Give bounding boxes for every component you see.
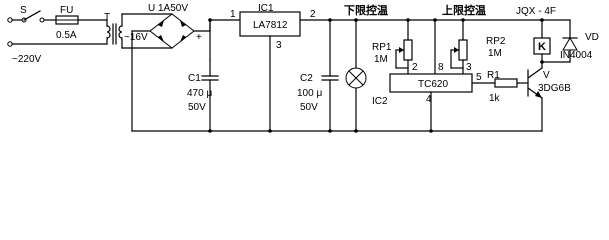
c2-label: C2 bbox=[300, 73, 313, 84]
r1-label: R1 bbox=[487, 70, 500, 81]
ic2-pin-2: 2 bbox=[412, 62, 418, 73]
ic2-pin-4: 4 bbox=[426, 94, 432, 105]
capacitor-c1: C1 470 μ 50V bbox=[187, 19, 219, 132]
upper-limit-label: 上限控温 bbox=[442, 3, 486, 17]
transistor-model-label: 3DG6B bbox=[538, 83, 571, 94]
ic1-pin-out: 2 bbox=[310, 9, 316, 20]
secondary-voltage-label: ~16V bbox=[124, 32, 148, 43]
diode-vd: VD IN4004 bbox=[560, 19, 599, 63]
transformer: T ~16V bbox=[104, 12, 148, 49]
resistor-r1: R1 1k bbox=[487, 70, 529, 104]
rp1-label: RP1 bbox=[372, 42, 392, 53]
circuit-schematic: ~220V S FU 0.5A T ~16V U 1A50V bbox=[7, 3, 599, 133]
ic2-label: IC2 bbox=[372, 96, 388, 107]
ic2-pin-5: 5 bbox=[476, 72, 482, 83]
ic2-pin-8: 8 bbox=[438, 62, 444, 73]
potentiometer-rp2: RP2 1M bbox=[450, 18, 506, 75]
power-switch: S bbox=[20, 5, 57, 23]
bridge-rectifier: U 1A50V + bbox=[121, 3, 211, 132]
switch-label: S bbox=[20, 5, 27, 16]
rp2-label: RP2 bbox=[486, 36, 506, 47]
ic1-label: IC1 bbox=[258, 3, 274, 14]
diode-label: VD bbox=[585, 32, 599, 43]
transformer-label: T bbox=[104, 12, 110, 23]
ic1-pin-gnd: 3 bbox=[276, 40, 282, 51]
regulator-ic1: IC1 LA7812 1 2 3 bbox=[208, 3, 331, 132]
rp2-value-label: 1M bbox=[488, 48, 502, 59]
c1-label: C1 bbox=[188, 73, 201, 84]
rp1-value-label: 1M bbox=[374, 54, 388, 65]
transistor-label: V bbox=[543, 70, 550, 81]
relay-label: K bbox=[538, 41, 546, 53]
potentiometer-rp1: RP1 1M bbox=[372, 18, 413, 75]
transistor-v: V 3DG6B bbox=[527, 61, 571, 132]
r1-value-label: 1k bbox=[489, 93, 501, 104]
ic2-model-label: TC620 bbox=[418, 79, 448, 90]
c1-voltage-label: 50V bbox=[188, 102, 206, 113]
fuse-label: FU bbox=[60, 5, 73, 16]
ic1-pin-in: 1 bbox=[230, 9, 236, 20]
c2-value-label: 100 μ bbox=[297, 88, 322, 99]
fuse-rating-label: 0.5A bbox=[56, 30, 77, 41]
diode-model-label: IN4004 bbox=[560, 50, 593, 61]
regulator-model-label: LA7812 bbox=[253, 20, 288, 31]
bridge-label: U 1A50V bbox=[148, 3, 188, 14]
indicator-lamp bbox=[345, 18, 367, 132]
bridge-plus-label: + bbox=[196, 32, 202, 43]
relay-k: JQX - 4F K bbox=[516, 6, 571, 64]
ic2-tc620: TC620 IC2 2 8 3 4 5 bbox=[372, 18, 496, 132]
fuse: FU 0.5A bbox=[55, 5, 108, 41]
capacitor-c2: C2 100 μ 50V bbox=[297, 19, 339, 132]
c2-voltage-label: 50V bbox=[300, 102, 318, 113]
mains-input: ~220V bbox=[7, 17, 108, 65]
mains-voltage-label: ~220V bbox=[12, 54, 42, 65]
ic2-pin-3: 3 bbox=[466, 62, 472, 73]
lower-limit-label: 下限控温 bbox=[344, 3, 388, 17]
c1-value-label: 470 μ bbox=[187, 88, 212, 99]
relay-model-label: JQX - 4F bbox=[516, 6, 556, 17]
